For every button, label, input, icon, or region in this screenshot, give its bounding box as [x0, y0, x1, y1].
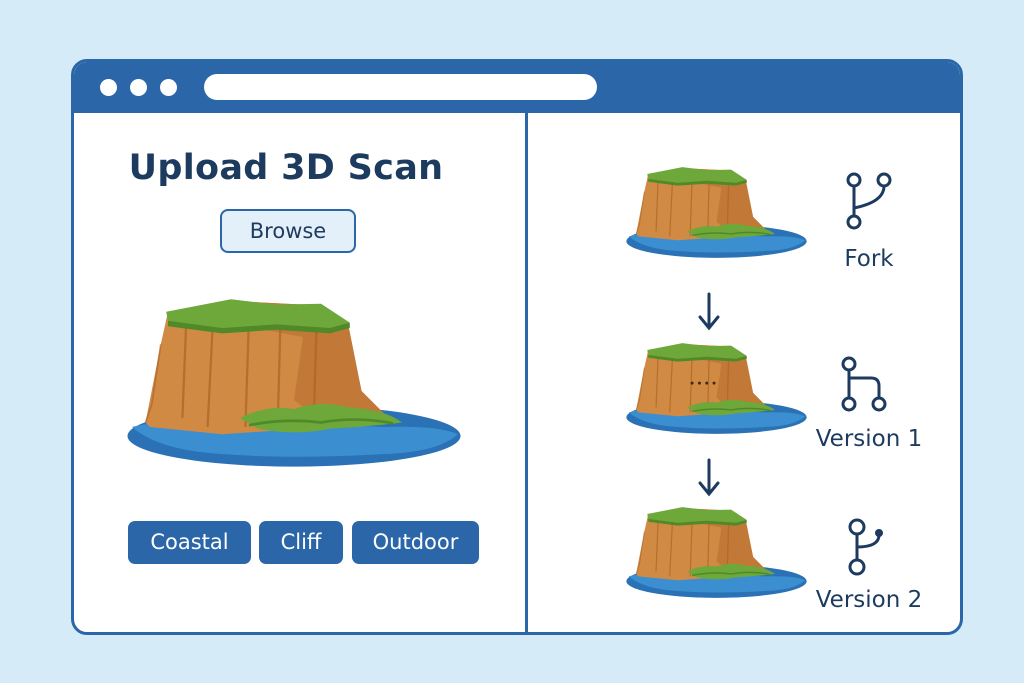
tag-outdoor[interactable]: Outdoor	[352, 521, 479, 564]
panel-divider	[525, 113, 528, 632]
version-label-fork: Fork	[844, 246, 894, 272]
version-2-thumbnail	[625, 506, 808, 599]
upload-title: Upload 3D Scan	[128, 148, 444, 188]
window-dot-close[interactable]	[100, 79, 117, 96]
tag-cliff[interactable]: Cliff	[259, 521, 343, 564]
arrow-down-icon	[694, 458, 724, 504]
git-branch-icon[interactable]	[839, 517, 889, 577]
scan-preview-image	[126, 297, 462, 468]
window-dot-minimize[interactable]	[130, 79, 147, 96]
tag-coastal[interactable]: Coastal	[128, 521, 251, 564]
fork-thumbnail	[625, 166, 808, 259]
arrow-down-icon	[694, 292, 724, 338]
title-bar	[74, 62, 960, 113]
version-1-thumbnail	[625, 342, 808, 435]
window-dot-maximize[interactable]	[160, 79, 177, 96]
git-merge-icon[interactable]	[839, 356, 889, 412]
git-fork-icon[interactable]	[844, 172, 894, 230]
browse-button[interactable]: Browse	[220, 209, 356, 253]
browser-window: Upload 3D Scan Browse Coastal Cliff Outd…	[71, 59, 963, 635]
address-bar[interactable]	[204, 74, 597, 100]
version-label-2: Version 2	[815, 587, 923, 613]
version-label-1: Version 1	[815, 426, 923, 452]
